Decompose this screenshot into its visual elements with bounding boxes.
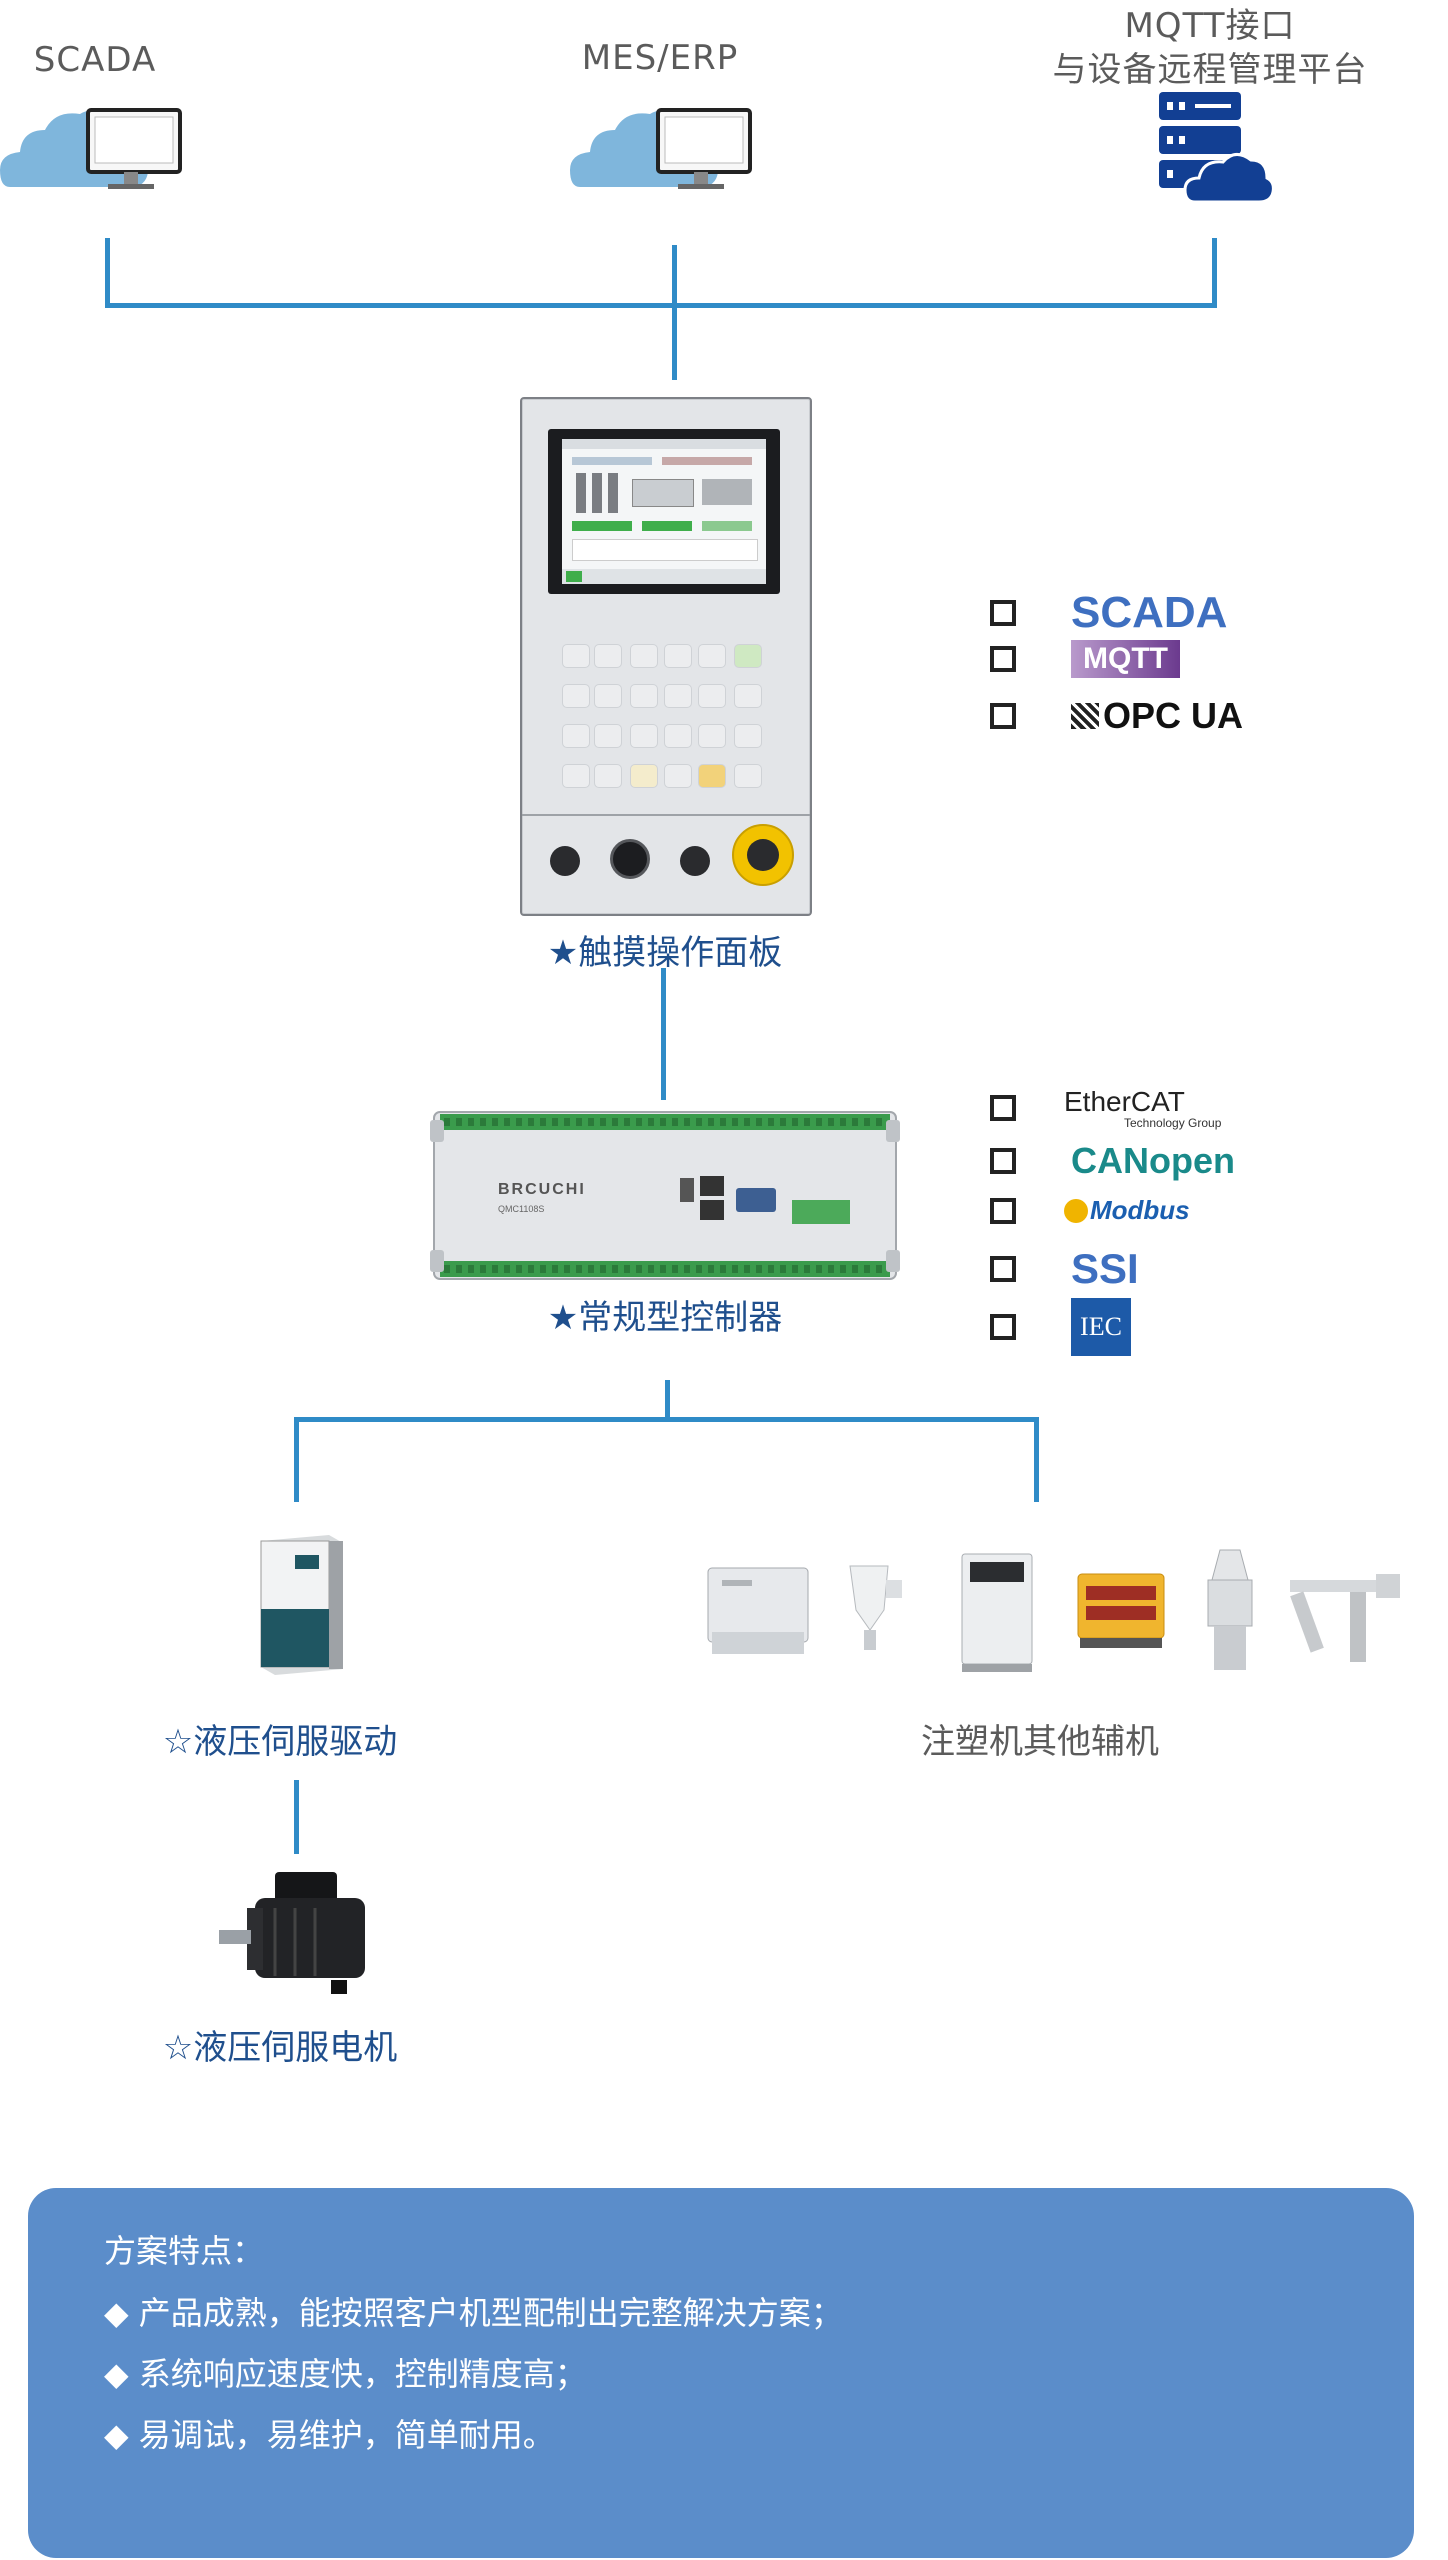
key-switch	[610, 839, 650, 879]
controller-brand: BRCUCHI	[498, 1181, 586, 1198]
mqtt-platform-label: 与设备远程管理平台	[1052, 50, 1368, 90]
connector-line	[1212, 238, 1217, 308]
features-title: 方案特点：	[104, 2232, 265, 2270]
controller-model: QMC1108S	[498, 1204, 544, 1214]
protocol-canopen: CANopen	[990, 1140, 1235, 1182]
checkbox	[990, 1314, 1016, 1340]
servo-motor-image	[219, 1872, 365, 1994]
cloud-computer-icon	[0, 108, 182, 189]
connector-line	[1034, 1417, 1039, 1502]
opc-logo-icon	[1071, 703, 1099, 729]
checkbox	[990, 1256, 1016, 1282]
knob	[550, 846, 580, 876]
mes-erp-label: MES/ERP	[581, 38, 739, 78]
hmi-touch-panel	[520, 397, 812, 916]
mqtt-label: MQTT接口	[1124, 6, 1296, 46]
checkbox	[990, 1095, 1016, 1121]
modbus-logo-icon	[1064, 1198, 1088, 1223]
cloud-computer-icon	[570, 108, 752, 189]
connector-line	[105, 303, 1217, 308]
protocol-opc-ua: OPC UA	[990, 695, 1243, 737]
connector-line	[672, 245, 677, 380]
feature-item: ◆ 易调试，易维护，简单耐用。	[104, 2416, 555, 2454]
connector-line	[665, 1380, 670, 1420]
checkbox	[990, 703, 1016, 729]
protocol-modbus: Modbus	[990, 1195, 1190, 1226]
connector-line	[105, 238, 110, 308]
protocol-iec: IEC	[990, 1298, 1131, 1356]
checkbox	[990, 646, 1016, 672]
auxiliary-machines-image	[707, 1549, 1400, 1672]
connector-line	[294, 1417, 1039, 1422]
connector-line	[661, 968, 666, 1100]
protocol-ethercat: EtherCAT Technology Group	[990, 1086, 1234, 1130]
knob	[680, 846, 710, 876]
checkbox	[990, 1148, 1016, 1174]
emergency-stop-button	[732, 824, 794, 886]
feature-item: ◆ 产品成熟，能按照客户机型配制出完整解决方案；	[104, 2294, 843, 2332]
connector-line	[294, 1780, 299, 1854]
controller-device: BRCUCHI QMC1108S	[430, 1111, 900, 1280]
hmi-screen	[548, 429, 780, 594]
protocol-scada: SCADA	[990, 588, 1227, 638]
controller-label: ★常规型控制器	[547, 1298, 783, 1338]
scada-label: SCADA	[33, 40, 157, 80]
features-panel: 方案特点： ◆ 产品成熟，能按照客户机型配制出完整解决方案； ◆ 系统响应速度快…	[28, 2188, 1414, 2558]
servo-drive-label: ☆液压伺服驱动	[162, 1722, 398, 1762]
protocol-mqtt: MQTT	[990, 640, 1180, 678]
protocol-ssi: SSI	[990, 1245, 1139, 1293]
checkbox	[990, 1197, 1016, 1224]
servo-motor-label: ☆液压伺服电机	[162, 2028, 398, 2068]
connector-line	[294, 1417, 299, 1502]
feature-item: ◆ 系统响应速度快，控制精度高；	[104, 2355, 587, 2393]
server-cloud-icon	[1159, 92, 1275, 204]
servo-drive-image	[260, 1535, 343, 1675]
auxiliary-label: 注塑机其他辅机	[921, 1722, 1159, 1762]
checkbox	[990, 600, 1016, 626]
hmi-label: ★触摸操作面板	[547, 933, 783, 973]
